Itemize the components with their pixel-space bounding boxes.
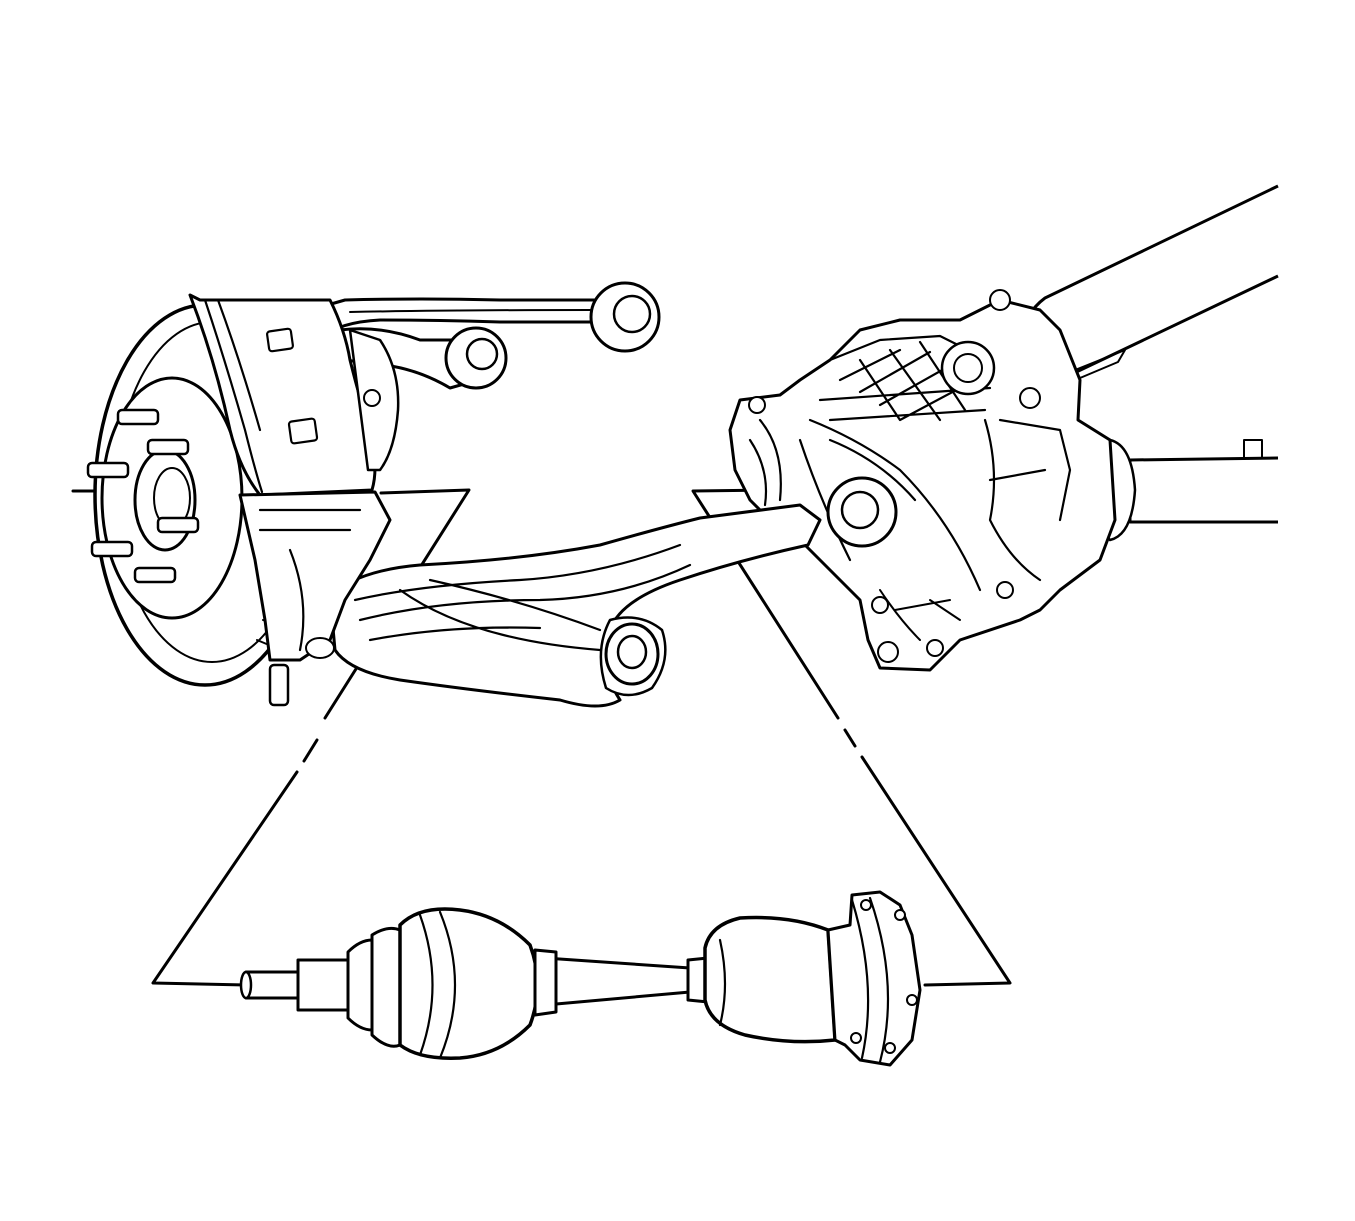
wheel-studs [86,408,200,584]
stub-spline [244,970,300,1000]
inner-flange [826,890,922,1067]
half-shaft-assembly [239,890,922,1067]
lower-control-arm [328,503,822,708]
callout-line-left-lower [151,770,299,987]
stub-shoulder [296,958,350,1012]
callout-line-right-dash [843,728,857,748]
axle-shaft [543,956,692,1007]
rear-differential [728,289,1117,672]
right-axle-tube [1092,438,1279,542]
brake-caliper [188,293,400,707]
callout-line-left-dash [302,738,319,763]
outer-cv-joint [398,907,540,1060]
callout-line-right-lower [860,755,1012,987]
